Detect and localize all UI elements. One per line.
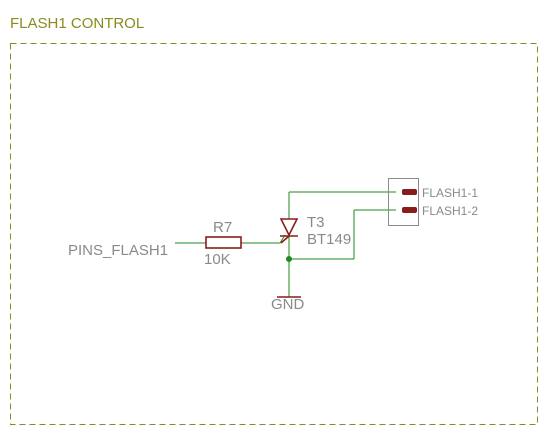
wires	[175, 191, 396, 297]
connector-pin-2-label: FLASH1-2	[422, 204, 478, 218]
thyristor-t3: T3 BT149	[279, 214, 351, 248]
connector-flash1: FLASH1-1 FLASH1-2	[388, 178, 478, 226]
ground-symbol: GND	[271, 296, 305, 313]
resistor-r7: R7 10K	[204, 219, 242, 268]
thyristor-gate	[280, 235, 290, 244]
resistor-value: 10K	[204, 251, 231, 268]
junction-dot	[286, 256, 292, 262]
resistor-body	[205, 236, 242, 249]
net-label-pins-flash1: PINS_FLASH1	[68, 242, 168, 259]
thyristor-ref: T3	[307, 214, 325, 231]
thyristor-value: BT149	[307, 231, 351, 248]
resistor-ref: R7	[213, 219, 232, 236]
thyristor-triangle	[279, 218, 299, 237]
connector-pin-1-label: FLASH1-1	[422, 186, 478, 200]
sheet-title: FLASH1 CONTROL	[10, 15, 144, 32]
connector-pin-1	[402, 189, 417, 195]
connector-pin-2	[402, 207, 417, 213]
sheet-frame	[10, 43, 538, 425]
connector-body	[388, 178, 419, 226]
ground-label: GND	[271, 296, 305, 313]
